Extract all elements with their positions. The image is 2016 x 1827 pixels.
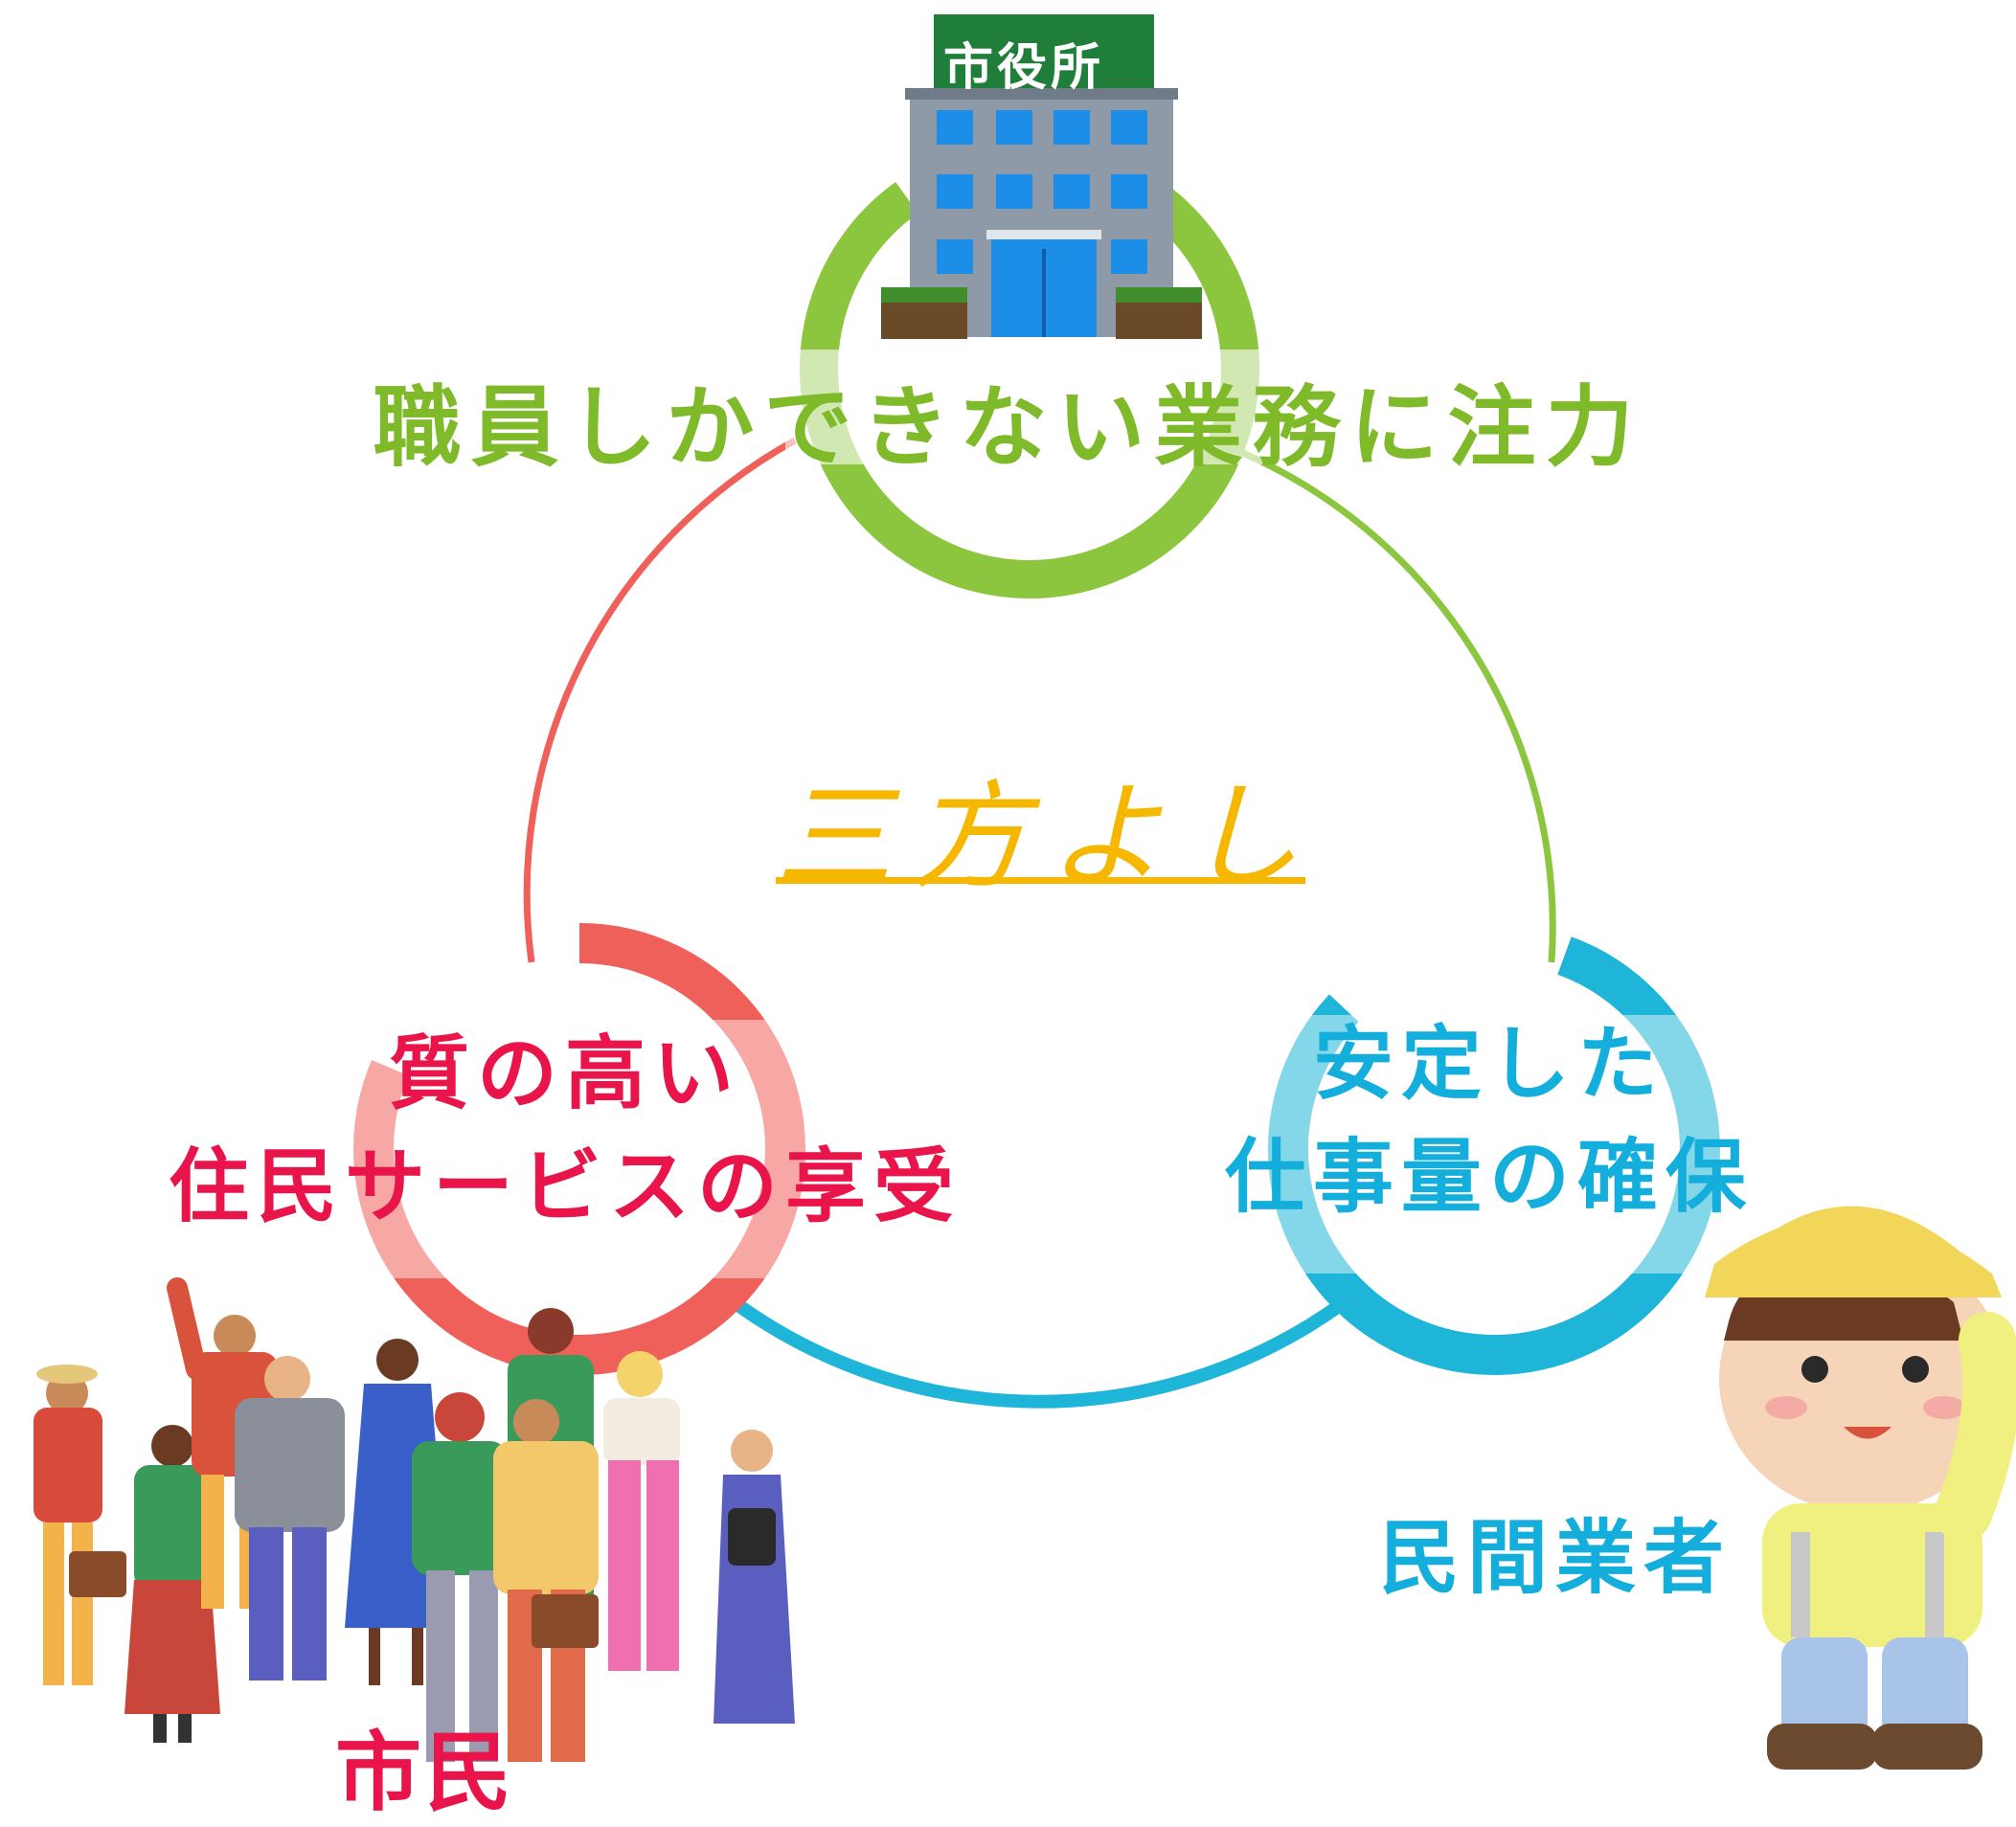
- center-title-underline: [776, 877, 1305, 884]
- business-label-band: [1226, 1015, 1762, 1274]
- arc-residents-to-business: [723, 1292, 1355, 1409]
- arc-city-to-business: [1210, 437, 1556, 963]
- business-ring: [1268, 923, 1720, 1376]
- residents-goal-line2: 住民サービスの享受: [168, 1139, 962, 1233]
- business-actor-label: 民間業者: [1379, 1510, 1733, 1605]
- arc-city-to-residents: [523, 437, 797, 963]
- business-goal-line1: 安定した: [1312, 1016, 1665, 1111]
- residents-label-band: [345, 1020, 824, 1278]
- residents-ring: [353, 923, 805, 1375]
- city-hall-building-icon: [881, 14, 1202, 339]
- crowd-of-residents-icon: [34, 1277, 795, 1762]
- city-hall-sign: 市役所: [943, 39, 1105, 97]
- residents-goal-line1: 質の高い: [388, 1026, 741, 1120]
- city-label-band: [785, 350, 1283, 464]
- center-title: 三方よし: [776, 769, 1320, 905]
- city-hall-goal-label: 職員しかできない業務に注力: [373, 375, 1643, 479]
- construction-worker-icon: [1705, 1206, 2016, 1770]
- business-goal-line2: 仕事量の確保: [1224, 1129, 1754, 1224]
- residents-actor-label: 市民: [335, 1722, 515, 1823]
